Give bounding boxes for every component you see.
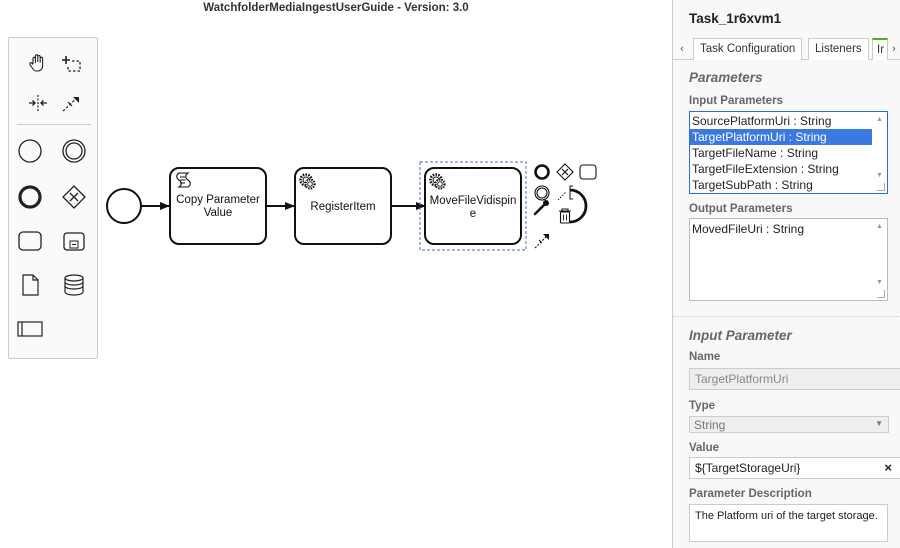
tab-task-configuration[interactable]: Task Configuration [693, 38, 803, 60]
start-event[interactable] [106, 188, 142, 224]
process-flow [106, 161, 597, 251]
input-parameter-title: Input Parameter [689, 328, 792, 343]
value-text: ${TargetStorageUri} [695, 461, 801, 475]
tab-listeners[interactable]: Listeners [808, 38, 869, 60]
output-parameter-option[interactable]: MovedFileUri : String [692, 222, 805, 236]
task-copy-parameter-value[interactable] [169, 167, 267, 245]
end-event-icon[interactable] [15, 182, 45, 212]
input-parameter-option[interactable]: TargetSubPath : String [692, 178, 813, 192]
input-parameter-option[interactable]: TargetFileExtension : String [692, 162, 839, 176]
subprocess-icon[interactable] [59, 226, 89, 256]
tool-palette [8, 37, 98, 359]
diagram-title: WatchfolderMediaIngestUserGuide - Versio… [203, 2, 469, 14]
end-event-partial [569, 188, 588, 224]
tab-scroll-right-icon[interactable]: › [892, 43, 896, 55]
task-move-file-vidispine[interactable] [424, 167, 522, 245]
resize-grip-icon[interactable] [877, 183, 885, 191]
name-field[interactable]: TargetPlatformUri [689, 368, 900, 390]
lasso-tool-icon[interactable] [56, 48, 86, 78]
wrench-icon[interactable] [533, 200, 549, 216]
parameter-description-field[interactable]: The Platform uri of the target storage. [689, 504, 888, 542]
gateway-icon[interactable] [59, 182, 89, 212]
start-event-icon[interactable] [15, 136, 45, 166]
output-parameters-label: Output Parameters [689, 203, 793, 215]
list-scrollbar[interactable]: ▲▼ [872, 219, 887, 300]
type-select[interactable]: String ▼ [689, 416, 889, 433]
resize-grip-icon[interactable] [877, 290, 885, 298]
data-object-icon[interactable] [15, 270, 45, 300]
chevron-down-icon: ▼ [875, 419, 883, 428]
append-gateway-icon[interactable] [556, 163, 574, 181]
output-parameters-list[interactable]: MovedFileUri : String ▲▼ [689, 218, 888, 301]
parameter-description-label: Parameter Description [689, 488, 812, 500]
delete-icon[interactable] [559, 208, 571, 224]
type-label: Type [689, 400, 715, 412]
diagram-canvas[interactable]: WatchfolderMediaIngestUserGuide - Versio… [0, 0, 672, 548]
global-connect-tool-icon[interactable] [56, 88, 86, 118]
intermediate-event-icon[interactable] [59, 136, 89, 166]
tab-bar: ‹ Task Configuration Listeners Ir › [673, 38, 900, 60]
service-task-icon [299, 173, 316, 190]
space-tool-icon[interactable] [23, 88, 53, 118]
context-pad [533, 163, 597, 249]
value-field[interactable]: ${TargetStorageUri} × [689, 457, 900, 479]
input-parameters-label: Input Parameters [689, 95, 783, 107]
parameters-title: Parameters [689, 70, 763, 85]
input-parameter-option[interactable]: TargetPlatformUri : String [690, 129, 887, 145]
tab-input-output[interactable]: Ir [872, 38, 888, 60]
type-select-value: String [694, 418, 726, 432]
append-end-event-icon[interactable] [534, 164, 550, 180]
clear-value-icon[interactable]: × [884, 460, 892, 475]
service-task-icon [429, 173, 446, 190]
script-task-icon [176, 172, 191, 188]
input-parameter-option[interactable]: SourcePlatformUri : String [692, 114, 832, 128]
list-scrollbar[interactable]: ▲▼ [872, 112, 887, 193]
data-store-icon[interactable] [59, 270, 89, 300]
input-parameter-option[interactable]: TargetFileName : String [692, 146, 819, 160]
append-task-icon[interactable] [579, 164, 597, 180]
selection-outline [419, 161, 527, 251]
text-annotation-icon[interactable] [557, 185, 573, 201]
hand-tool-icon[interactable] [23, 48, 53, 78]
properties-panel: Task_1r6xvm1 ‹ Task Configuration Listen… [672, 0, 900, 548]
pool-icon[interactable] [15, 314, 45, 344]
value-label: Value [689, 442, 720, 454]
name-label: Name [689, 351, 721, 363]
append-intermediate-event-icon[interactable] [534, 185, 550, 201]
task-icon[interactable] [15, 226, 45, 256]
connect-icon[interactable] [534, 234, 549, 249]
element-id-header: Task_1r6xvm1 [673, 0, 900, 30]
tab-scroll-left-icon[interactable]: ‹ [680, 43, 684, 55]
